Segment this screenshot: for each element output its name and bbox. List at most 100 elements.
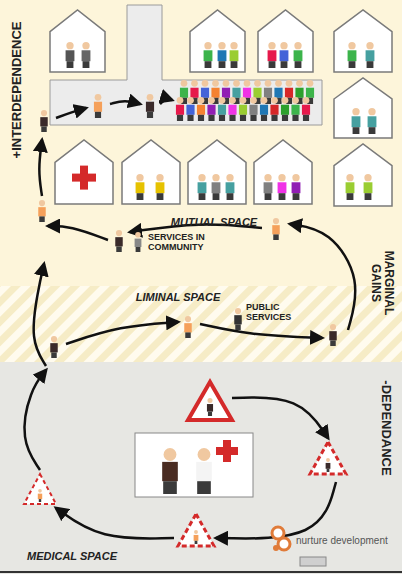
person-icon [249, 97, 257, 121]
person-icon [194, 530, 199, 544]
person-icon [135, 232, 142, 252]
flow-arrow [232, 397, 328, 438]
person-icon [146, 94, 154, 118]
person-icon [82, 42, 91, 68]
person-icon [218, 42, 227, 68]
person-icon [156, 174, 165, 200]
person-icon [260, 97, 268, 121]
person-icon [207, 97, 215, 121]
person-icon [348, 42, 357, 68]
arrows [25, 99, 356, 539]
person-icon [197, 97, 205, 121]
liminal-band [0, 286, 402, 362]
flow-arrow [290, 224, 355, 330]
person-icon [207, 398, 213, 416]
people [38, 42, 377, 544]
person-icon [218, 97, 226, 121]
person-icon [366, 42, 375, 68]
space-label: MUTUAL SPACE [171, 216, 257, 228]
person-icon [352, 108, 361, 134]
flow-arrow [48, 226, 108, 240]
axis-label: -DEPENDANCE [379, 380, 393, 475]
flow-arrow [200, 324, 322, 338]
person-icon [292, 174, 301, 200]
person-icon [38, 489, 42, 502]
logo-icon [272, 527, 326, 566]
person-icon [204, 42, 213, 68]
person-icon [278, 174, 287, 200]
house [254, 140, 312, 204]
person-icon [281, 97, 289, 121]
person-icon [94, 94, 102, 118]
logo-text: nurture development [296, 535, 388, 546]
person-icon [346, 174, 355, 200]
person-icon [234, 308, 241, 330]
medical-band [0, 362, 402, 574]
licence-badge [300, 557, 326, 566]
house [258, 10, 313, 72]
house [190, 10, 245, 72]
flow-arrow [66, 322, 178, 344]
service-label: PUBLIC SERVICES [246, 303, 306, 323]
person-icon [230, 42, 239, 68]
person-icon [270, 97, 278, 121]
mutual-band [0, 0, 402, 286]
person-icon [66, 42, 75, 68]
person-icon [368, 108, 377, 134]
red-cross [216, 447, 238, 455]
person-icon [226, 174, 235, 200]
person-icon [38, 200, 45, 222]
person-icon [212, 174, 221, 200]
house [334, 10, 392, 72]
person-icon [272, 218, 279, 240]
axis-label: MARGINAL GAINS [369, 248, 395, 318]
house [334, 78, 392, 138]
person-icon [302, 97, 310, 121]
person-icon [329, 324, 336, 346]
person-icon [196, 448, 212, 494]
person-icon [326, 458, 331, 472]
warning-triangle [188, 382, 232, 420]
house [188, 140, 246, 204]
axis-label: +INTERDEPENDENCE [10, 22, 24, 159]
medical-scene [24, 382, 346, 546]
dashed-triangle [310, 442, 346, 474]
house [334, 144, 392, 206]
person-icon [176, 97, 184, 121]
bottom-rule [0, 571, 402, 573]
dashed-triangle [24, 474, 56, 504]
person-icon [291, 97, 299, 121]
person-icon [364, 174, 373, 200]
person-icon [40, 110, 47, 132]
community-building [50, 5, 322, 125]
houses [50, 10, 392, 206]
person-icon [186, 97, 194, 121]
house [50, 10, 105, 72]
person-icon [184, 316, 191, 338]
person-icon [162, 448, 178, 494]
person-icon [239, 97, 247, 121]
flow-arrow [110, 101, 140, 104]
person-icon [228, 97, 236, 121]
house [122, 140, 180, 204]
space-label: MEDICAL SPACE [27, 550, 117, 562]
person-icon [198, 174, 207, 200]
person-icon [280, 42, 289, 68]
flow-arrow [39, 140, 42, 196]
flow-arrow [56, 108, 86, 118]
hospital-box [135, 433, 253, 497]
flow-arrow [34, 264, 46, 366]
person-icon [136, 174, 145, 200]
person-icon [264, 174, 273, 200]
flow-arrow [56, 508, 174, 539]
service-label: SERVICES IN COMMUNITY [148, 233, 224, 253]
person-icon [294, 42, 303, 68]
space-label: LIMINAL SPACE [136, 291, 221, 303]
flow-arrow [160, 99, 172, 104]
person-icon [115, 230, 122, 252]
flow-arrow [25, 370, 46, 470]
dashed-triangle [178, 514, 214, 546]
house [55, 140, 113, 204]
